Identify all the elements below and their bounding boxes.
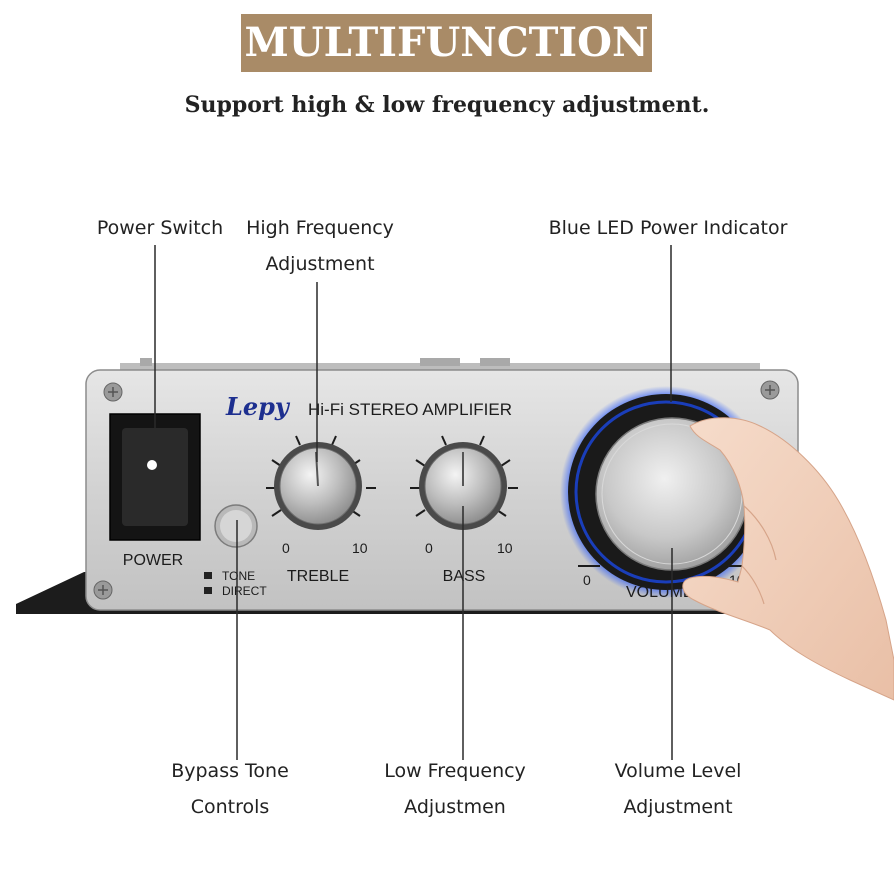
bass-scale-max: 10 [497, 540, 513, 556]
screw-icon [103, 382, 123, 402]
volume-label: VOLUME [626, 584, 694, 601]
callout-high-frequency: High Frequency Adjustment [235, 210, 405, 282]
bass-label: BASS [443, 568, 486, 585]
callout-low-frequency-line2: Adjustmen [404, 796, 506, 818]
callout-power-switch-text: Power Switch [96, 217, 224, 239]
callout-high-frequency-line1: High Frequency [246, 217, 394, 239]
treble-knob[interactable] [274, 442, 362, 530]
leader-lines [154, 245, 673, 760]
title-banner: MULTIFUNCTION [241, 14, 652, 72]
bass-knob[interactable] [419, 442, 507, 530]
screw-icon [760, 380, 780, 400]
subtitle: Support high & low frequency adjustment. [184, 92, 710, 118]
bypass-tone-button[interactable] [214, 504, 258, 548]
treble-scale-max: 10 [352, 540, 368, 556]
callout-volume-level: Volume Level Adjustment [598, 753, 758, 825]
callout-bypass-line2: Controls [190, 796, 270, 818]
direct-indicator-icon [204, 587, 212, 594]
callout-bypass-line1: Bypass Tone [171, 760, 289, 782]
top-heatsink-ribs [120, 358, 760, 373]
tone-indicator-icon [204, 572, 212, 579]
tone-label: TONE [222, 569, 255, 583]
callout-blue-led-text: Blue LED Power Indicator [548, 217, 788, 239]
direct-label: DIRECT [222, 584, 267, 598]
callout-high-frequency-line2: Adjustment [265, 253, 375, 275]
brand-logo: Lepy [225, 392, 291, 421]
callout-volume-line2: Adjustment [623, 796, 733, 818]
treble-label: TREBLE [287, 568, 349, 585]
screw-icon [93, 580, 113, 600]
banner-title: MULTIFUNCTION [244, 19, 649, 66]
callout-bypass-tone: Bypass Tone Controls [160, 753, 300, 825]
callout-blue-led: Blue LED Power Indicator [540, 210, 796, 246]
model-label: Hi-Fi STEREO AMPLIFIER [308, 400, 512, 419]
callout-low-frequency-line1: Low Frequency [384, 760, 526, 782]
bass-scale-min: 0 [425, 540, 433, 556]
callout-volume-line1: Volume Level [614, 760, 742, 782]
treble-scale-min: 0 [282, 540, 290, 556]
power-label: POWER [123, 552, 183, 569]
volume-scale-min: 0 [583, 572, 591, 588]
hand-icon [682, 417, 894, 701]
callout-power-switch: Power Switch [90, 210, 230, 246]
callout-low-frequency: Low Frequency Adjustmen [375, 753, 535, 825]
